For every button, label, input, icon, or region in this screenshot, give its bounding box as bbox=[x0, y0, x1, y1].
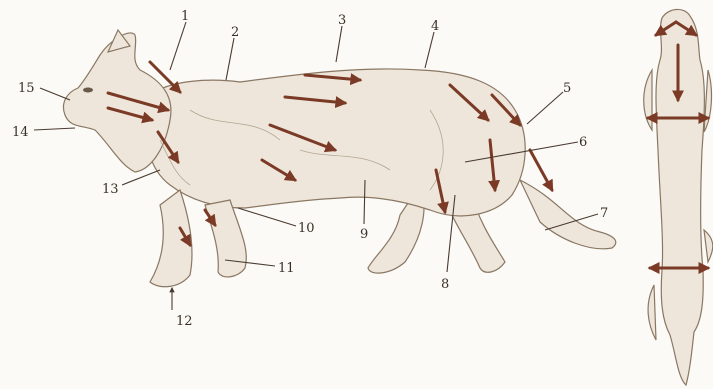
leader-line bbox=[336, 26, 342, 62]
leader-line bbox=[122, 170, 160, 185]
label-4: 4 bbox=[431, 19, 439, 34]
label-12: 12 bbox=[176, 314, 193, 329]
leader-line bbox=[238, 208, 296, 226]
label-1: 1 bbox=[181, 9, 189, 24]
cat-head bbox=[63, 33, 171, 172]
label-14: 14 bbox=[12, 125, 29, 140]
label-15: 15 bbox=[18, 81, 35, 96]
cat-top-view bbox=[644, 9, 713, 385]
label-7: 7 bbox=[600, 206, 608, 221]
fore-leg-far bbox=[205, 200, 246, 277]
leader-line bbox=[34, 128, 75, 130]
label-3: 3 bbox=[338, 13, 346, 28]
leader-line bbox=[170, 22, 186, 70]
label-13: 13 bbox=[102, 182, 119, 197]
label-5: 5 bbox=[563, 81, 571, 96]
leader-line bbox=[425, 32, 434, 68]
label-2: 2 bbox=[231, 25, 239, 40]
cat-torso bbox=[146, 69, 525, 216]
label-9: 9 bbox=[360, 227, 368, 242]
label-6: 6 bbox=[579, 135, 587, 150]
leader-line bbox=[226, 38, 234, 80]
label-10: 10 bbox=[298, 221, 315, 236]
label-8: 8 bbox=[441, 277, 449, 292]
leader-line bbox=[40, 88, 70, 100]
leader-line bbox=[527, 92, 563, 124]
cat-eye bbox=[83, 88, 93, 93]
arrow bbox=[530, 150, 552, 190]
label-11: 11 bbox=[278, 261, 295, 276]
